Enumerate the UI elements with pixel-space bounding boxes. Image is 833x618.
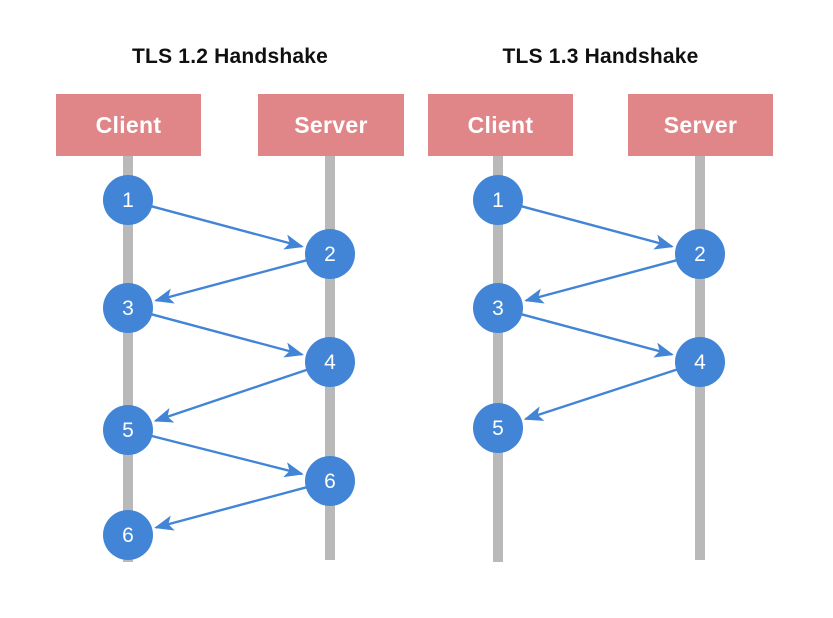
step-node-server-2: 2: [305, 229, 355, 279]
diagram-title: TLS 1.2 Handshake: [132, 45, 328, 68]
step-number: 6: [122, 523, 134, 547]
actor-box-server: Server: [258, 94, 404, 156]
step-node-client-1: 1: [473, 175, 523, 225]
lifeline-client: [493, 156, 503, 562]
step-number: 5: [122, 418, 134, 442]
step-node-server-2: 2: [675, 229, 725, 279]
step-number: 2: [694, 242, 706, 266]
step-node-client-6: 6: [103, 510, 153, 560]
step-node-client-5: 5: [103, 405, 153, 455]
actor-box-client: Client: [428, 94, 573, 156]
step-number: 5: [492, 416, 504, 440]
step-number: 1: [122, 188, 134, 212]
step-node-client-3: 3: [473, 283, 523, 333]
diagram-title: TLS 1.3 Handshake: [502, 45, 699, 68]
step-number: 6: [324, 469, 336, 493]
actor-label-client: Client: [467, 111, 534, 138]
step-number: 2: [324, 242, 336, 266]
step-number: 3: [492, 296, 504, 320]
actor-label-server: Server: [663, 111, 738, 138]
step-node-server-4: 4: [305, 337, 355, 387]
step-number: 4: [694, 350, 706, 374]
actor-label-server: Server: [294, 111, 368, 138]
step-node-server-4: 4: [675, 337, 725, 387]
actor-box-server: Server: [628, 94, 773, 156]
step-number: 3: [122, 296, 134, 320]
step-node-client-5: 5: [473, 403, 523, 453]
step-node-client-3: 3: [103, 283, 153, 333]
actor-label-client: Client: [95, 111, 162, 138]
step-node-client-1: 1: [103, 175, 153, 225]
step-node-server-6: 6: [305, 456, 355, 506]
actor-box-client: Client: [56, 94, 201, 156]
lifeline-client: [123, 156, 133, 562]
step-number: 4: [324, 350, 336, 374]
step-number: 1: [492, 188, 504, 212]
